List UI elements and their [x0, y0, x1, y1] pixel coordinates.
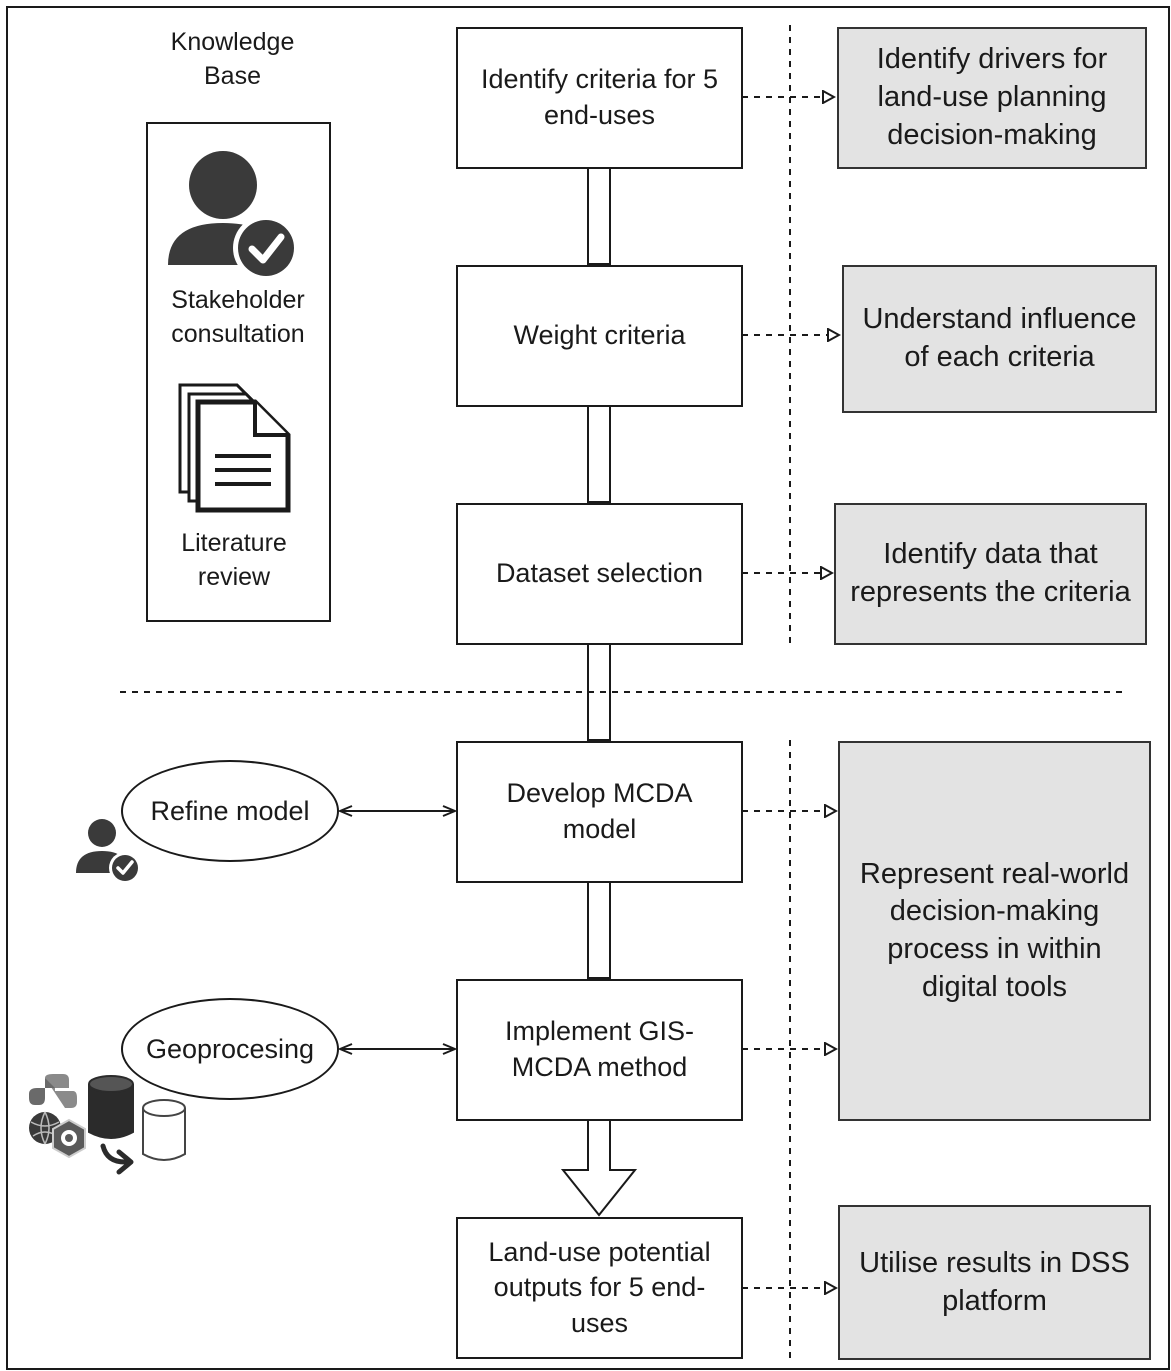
outcome-represent-real-world: Represent real-world decision-making pro…	[838, 741, 1151, 1121]
outcome-identify-data: Identify data that represents the criter…	[834, 503, 1147, 645]
small-user-check-icon	[76, 819, 141, 884]
step-develop-mcda: Develop MCDA model	[456, 741, 743, 883]
dashed-separators	[120, 25, 1125, 1360]
light-database-icon	[142, 1099, 186, 1161]
outcome-understand-influence: Understand influence of each criteria	[842, 265, 1157, 413]
literature-label: Literature review	[181, 529, 287, 591]
knowledge-base-title: Knowledge Base	[170, 28, 295, 90]
big-down-arrow	[560, 1119, 638, 1217]
stakeholder-label: Stakeholder consultation	[171, 286, 305, 348]
qgis-icon	[52, 1118, 86, 1159]
arrow-icon	[100, 1143, 134, 1175]
outer-frame	[6, 6, 1170, 1370]
step-implement-gis-mcda: Implement GIS- MCDA method	[456, 979, 743, 1121]
refine-model-node: Refine model	[121, 760, 339, 862]
step-weight-criteria: Weight criteria	[456, 265, 743, 407]
geoprocessing-tools-icon	[29, 1074, 186, 1175]
outcome-identify-drivers: Identify drivers for land-use planning d…	[837, 27, 1147, 169]
step-identify-criteria: Identify criteria for 5 end-uses	[456, 27, 743, 169]
outcome-utilise-results: Utilise results in DSS platform	[838, 1205, 1151, 1360]
step-connectors	[587, 167, 611, 979]
step-land-use-outputs: Land-use potential outputs for 5 end- us…	[456, 1217, 743, 1359]
python-icon	[29, 1074, 77, 1108]
side-arrows	[340, 811, 455, 1049]
user-check-icon	[168, 151, 299, 281]
knowledge-base-frame	[146, 122, 331, 622]
step-dataset-selection: Dataset selection	[456, 503, 743, 645]
database-icon	[88, 1075, 134, 1139]
documents-icon	[178, 383, 291, 513]
geoprocessing-node: Geoprocesing	[121, 998, 339, 1100]
outcome-arrows	[742, 97, 839, 1288]
